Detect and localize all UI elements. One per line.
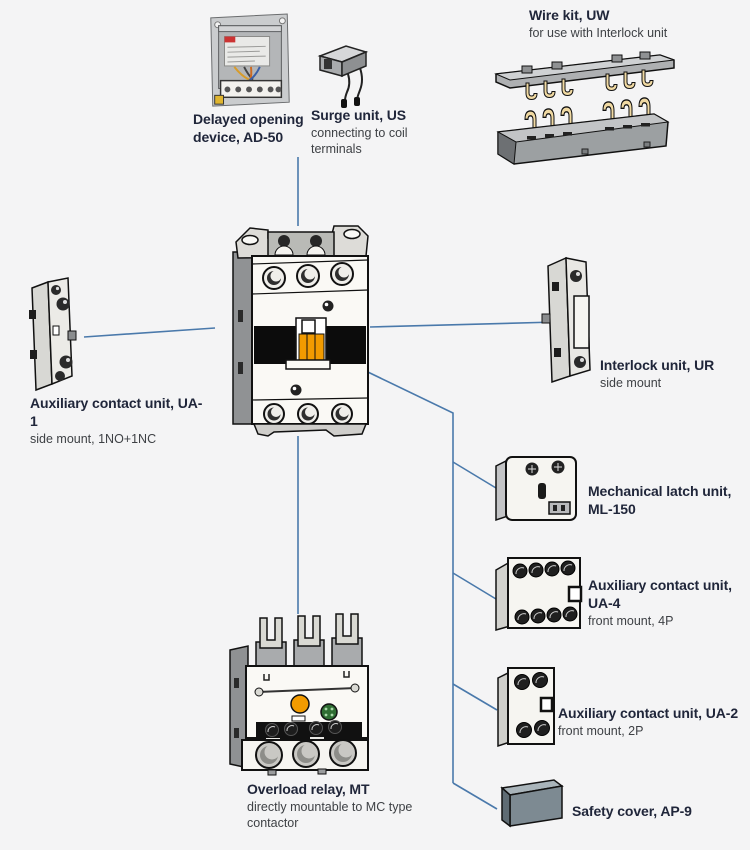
wirekit-label: Wire kit, UW for use with Interlock unit xyxy=(529,6,699,41)
interlock-illustration xyxy=(541,252,602,388)
ua1-subtitle: side mount, 1NO+1NC xyxy=(30,432,157,446)
ad50-illustration xyxy=(200,12,300,112)
ua2-subtitle: front mount, 2P xyxy=(558,724,644,738)
ua4-title: Auxiliary contact unit, UA-4 xyxy=(588,577,732,611)
wirekit-subtitle: for use with Interlock unit xyxy=(529,26,668,40)
ml150-label: Mechanical latch unit, ML-150 xyxy=(588,482,740,518)
ua4-label: Auxiliary contact unit, UA-4 front mount… xyxy=(588,576,748,629)
overload-title: Overload relay, MT xyxy=(247,781,370,797)
overload-relay-illustration xyxy=(228,608,373,778)
ap9-title: Safety cover, AP-9 xyxy=(572,803,692,819)
ua2-title: Auxiliary contact unit, UA-2 xyxy=(558,705,739,721)
ua2-label: Auxiliary contact unit, UA-2 front mount… xyxy=(558,704,750,739)
ap9-illustration xyxy=(496,776,566,832)
ad50-title: Delayed opening device, AD-50 xyxy=(193,111,304,145)
contactor-illustration xyxy=(232,222,372,438)
interlock-subtitle: side mount xyxy=(600,376,662,390)
ua4-subtitle: front mount, 4P xyxy=(588,614,674,628)
ad50-label: Delayed opening device, AD-50 xyxy=(193,110,323,146)
ua1-illustration xyxy=(22,276,94,394)
surge-unit-illustration xyxy=(312,42,372,110)
surge-subtitle: connecting to coil terminals xyxy=(311,126,408,156)
overload-subtitle: directly mountable to MC type contactor xyxy=(247,800,413,830)
ua1-label: Auxiliary contact unit, UA-1 side mount,… xyxy=(30,394,205,447)
interlock-title: Interlock unit, UR xyxy=(600,357,715,373)
surge-label: Surge unit, US connecting to coil termin… xyxy=(311,106,423,157)
wirekit-title: Wire kit, UW xyxy=(529,7,610,23)
ua1-title: Auxiliary contact unit, UA-1 xyxy=(30,395,203,429)
overload-label: Overload relay, MT directly mountable to… xyxy=(247,780,417,831)
ml150-title: Mechanical latch unit, ML-150 xyxy=(588,483,732,517)
ua2-illustration xyxy=(494,664,556,750)
surge-title: Surge unit, US xyxy=(311,107,407,123)
ua4-illustration xyxy=(492,552,584,634)
ap9-label: Safety cover, AP-9 xyxy=(572,802,742,820)
interlock-label: Interlock unit, UR side mount xyxy=(600,356,740,391)
wirekit-upper-bar-illustration xyxy=(494,50,679,100)
ml150-illustration xyxy=(492,452,582,524)
wirekit-lower-bar-illustration xyxy=(492,96,677,166)
